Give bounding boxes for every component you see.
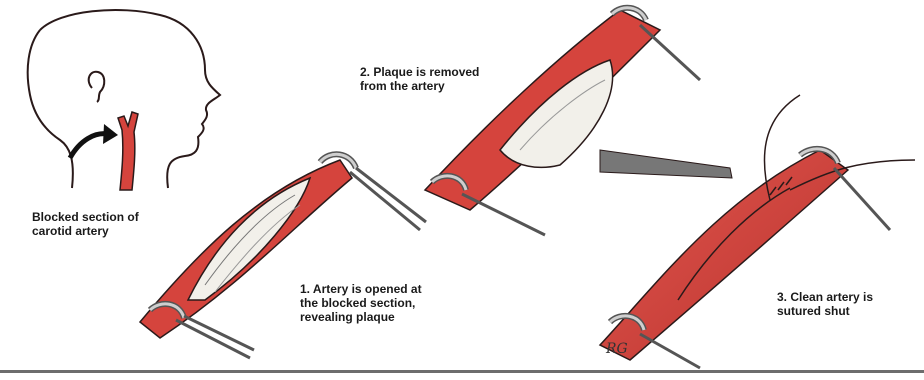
step2-plaque-removal [425, 8, 732, 235]
pointing-arrow-icon [70, 124, 118, 158]
step1-opened-artery [140, 154, 426, 358]
caption-blocked-section: Blocked section of carotid artery [32, 210, 139, 238]
caption-step1: 1. Artery is opened at the blocked secti… [300, 282, 422, 324]
caption-step2: 2. Plaque is removed from the artery [360, 65, 479, 93]
caption-step3: 3. Clean artery is sutured shut [777, 290, 873, 318]
ear-icon [89, 72, 105, 102]
step3-sutured-artery [600, 95, 915, 368]
artist-signature: RG [606, 341, 628, 357]
bottom-divider [0, 370, 924, 373]
carotid-artery-drawing [118, 112, 138, 190]
